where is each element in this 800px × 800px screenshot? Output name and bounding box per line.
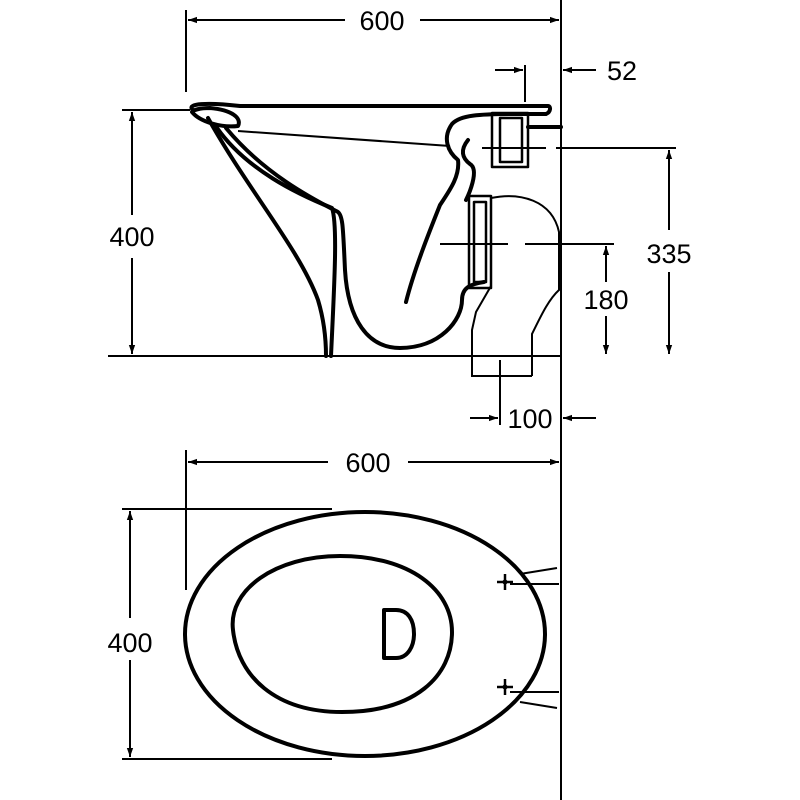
dim-overall-height-label: 400	[109, 222, 154, 252]
fixing-hole-top-icon	[497, 574, 513, 590]
dim-outlet-offset-label: 100	[507, 404, 552, 434]
top-view: 600 400	[107, 448, 559, 760]
wall-bracket-bottom	[510, 691, 559, 709]
trap-wall	[404, 112, 516, 304]
outlet-bend	[490, 195, 560, 376]
dim-inlet-height-label: 335	[646, 239, 691, 269]
rim-interior-line	[237, 130, 451, 147]
top-dim-overall-width-label: 600	[345, 448, 390, 478]
dim-overall-width-label: 600	[359, 6, 404, 36]
pedestal-outer	[206, 116, 328, 358]
side-view: 600 52 400 335 180 100	[108, 6, 692, 434]
drain-outlet	[382, 608, 416, 660]
outlet-flange-inner	[472, 200, 488, 284]
bowl-opening	[230, 554, 454, 714]
rear-shell	[461, 138, 476, 202]
dim-outlet-height-label: 180	[583, 285, 628, 315]
wall-bracket-top	[510, 567, 559, 585]
top-dim-overall-height-label: 400	[107, 628, 152, 658]
inlet-connector	[490, 111, 530, 169]
bowl-outline-top	[183, 510, 547, 758]
bowl-rim	[189, 101, 553, 116]
dim-wall-offset-label: 52	[607, 56, 637, 86]
inlet-connector-inner	[498, 116, 524, 164]
outlet-bend-lower	[471, 285, 532, 377]
outlet-flange	[467, 194, 493, 290]
bowl-interior	[224, 126, 486, 350]
fixing-hole-bottom-icon	[497, 679, 513, 695]
